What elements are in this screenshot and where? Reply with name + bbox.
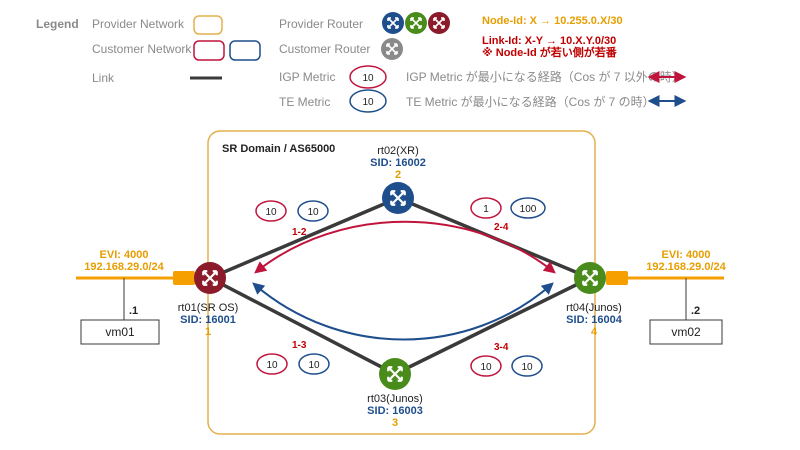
rt02-id: 2 <box>395 169 401 181</box>
rt01-id: 1 <box>205 326 211 338</box>
customer-network-red-swatch <box>193 40 225 61</box>
legend-provider-network: Provider Network <box>92 17 185 31</box>
legend-te-metric: TE Metric <box>279 95 330 109</box>
router-rt04-icon[interactable] <box>574 262 606 294</box>
rt01-name: rt01(SR OS) <box>178 302 239 314</box>
link-1-2-te: 10 <box>307 207 319 218</box>
rt03-id: 3 <box>392 417 398 429</box>
legend-igp-path: IGP Metric が最小になる経路（Cos が 7 以外の時） <box>406 69 684 84</box>
link-1-2 <box>209 196 399 280</box>
host-vm01-label: vm01 <box>105 325 135 339</box>
rt03-sid: SID: 16003 <box>367 405 423 417</box>
right-evi: EVI: 4000 <box>662 249 711 261</box>
customer-router-icon <box>381 38 403 60</box>
provider-router-red-icon <box>428 12 450 34</box>
left-host-id: .1 <box>129 305 138 317</box>
router-rt02-icon[interactable] <box>382 182 414 214</box>
note-link-id: Link-Id: X-Y → 10.X.Y.0/30 <box>482 35 616 47</box>
rt01-sid: SID: 16001 <box>180 314 236 326</box>
link-3-4 <box>394 276 591 376</box>
link-1-3-te-badge <box>298 353 330 375</box>
link-2-4-igp: 1 <box>483 204 489 215</box>
provider-router-blue-icon <box>382 12 404 34</box>
igp-path-curve <box>254 220 556 274</box>
legend-title: Legend <box>36 17 79 31</box>
legend-igp-metric: IGP Metric <box>279 70 335 84</box>
legend-customer-network: Customer Network <box>92 42 192 56</box>
link-1-3-label: 1-3 <box>292 340 307 351</box>
legend-customer-router: Customer Router <box>279 42 370 56</box>
link-2-4-te: 100 <box>520 204 537 215</box>
te-metric-sample: 10 <box>362 97 374 108</box>
router-rt01-icon[interactable] <box>194 262 226 294</box>
left-attachment-port <box>173 271 195 285</box>
rt04-id: 4 <box>591 326 598 338</box>
link-3-4-te: 10 <box>521 362 533 373</box>
provider-network-swatch <box>193 15 223 35</box>
link-1-3-igp-badge <box>256 353 288 375</box>
host-vm01[interactable]: vm01 <box>80 319 160 345</box>
link-1-3-igp: 10 <box>266 360 278 371</box>
left-subnet: 192.168.29.0/24 <box>84 261 164 273</box>
link-3-4-igp-badge <box>470 355 502 377</box>
host-vm02-label: vm02 <box>671 325 701 339</box>
right-attachment-port <box>606 271 628 285</box>
link-3-4-label: 3-4 <box>494 342 509 353</box>
note-node-id: Node-Id: X → 10.255.0.X/30 <box>482 15 623 27</box>
link-1-2-label: 1-2 <box>292 227 307 238</box>
link-1-3-te: 10 <box>308 360 320 371</box>
router-rt03-icon[interactable] <box>379 358 411 390</box>
rt04-name: rt04(Junos) <box>566 302 622 314</box>
right-host-id: .2 <box>691 305 700 317</box>
igp-metric-swatch <box>349 65 387 89</box>
link-3-4-te-badge <box>511 355 543 377</box>
provider-router-green-icon <box>405 12 427 34</box>
right-subnet: 192.168.29.0/24 <box>646 261 726 273</box>
link-2-4-igp-badge <box>470 197 502 219</box>
te-metric-swatch <box>349 89 387 113</box>
link-1-2-te-badge <box>297 200 329 222</box>
rt02-sid: SID: 16002 <box>370 157 426 169</box>
link-1-2-igp: 10 <box>265 207 277 218</box>
te-path-curve <box>252 282 554 341</box>
sr-domain-label: SR Domain / AS65000 <box>222 143 335 155</box>
note-numbering-rule: ※ Node-Id が若い側が若番 <box>482 45 618 59</box>
rt02-name: rt02(XR) <box>377 145 419 157</box>
igp-metric-sample: 10 <box>362 73 374 84</box>
legend: Legend Provider Network Customer Network… <box>36 12 687 113</box>
rt03-name: rt03(Junos) <box>367 393 423 405</box>
link-3-4-igp: 10 <box>480 362 492 373</box>
legend-te-path: TE Metric が最小になる経路（Cos が 7 の時） <box>406 94 655 109</box>
host-vm02[interactable]: vm02 <box>649 319 723 345</box>
rt04-sid: SID: 16004 <box>566 314 623 326</box>
link-2-4-te-badge <box>510 197 546 219</box>
link-1-2-igp-badge <box>255 200 287 222</box>
legend-provider-router: Provider Router <box>279 17 363 31</box>
legend-link: Link <box>92 71 115 85</box>
left-evi: EVI: 4000 <box>100 249 149 261</box>
link-1-3 <box>209 276 396 376</box>
customer-network-blue-swatch <box>229 40 261 61</box>
link-2-4-label: 2-4 <box>494 222 509 233</box>
